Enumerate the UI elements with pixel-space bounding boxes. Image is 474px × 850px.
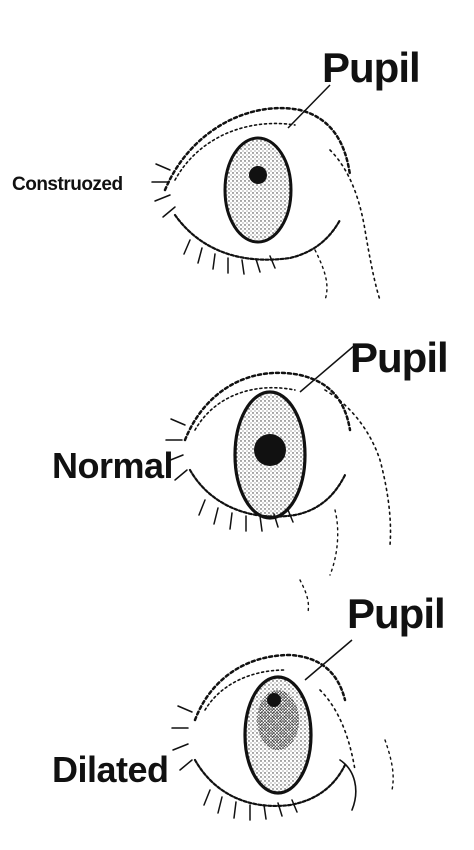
iris-constricted: [225, 138, 291, 242]
pupil-constricted: [249, 166, 267, 184]
state-label-dilated: Dilated: [52, 749, 169, 790]
state-label-normal: Normal: [52, 445, 173, 486]
eye-panel-dilated: Pupil Dilated: [52, 590, 445, 820]
eye-panel-constricted: Pupil Construozed: [12, 44, 420, 300]
pupil-pointer-label-1: Pupil: [322, 44, 420, 91]
state-label-constricted: Construozed: [12, 174, 123, 195]
eye-panel-normal: Pupil Normal: [52, 334, 448, 612]
pupil-pointer-label-3: Pupil: [347, 590, 445, 637]
pupil-pointer-line-2: [300, 345, 355, 392]
pupil-normal: [254, 434, 286, 466]
pupil-dilated-core: [267, 693, 281, 707]
pupil-pointer-label-2: Pupil: [350, 334, 448, 381]
